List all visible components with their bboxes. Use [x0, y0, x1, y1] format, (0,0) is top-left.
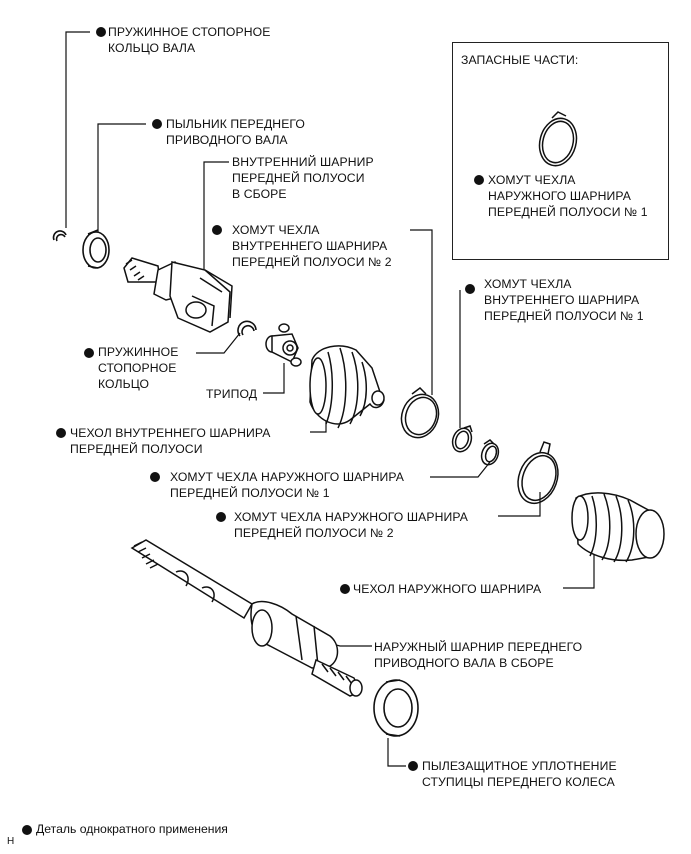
label-shaft-snap-ring: ПРУЖИННОЕ СТОПОРНОЕ КОЛЬЦО ВАЛА	[108, 25, 271, 55]
leader-outboard-clamp-1	[430, 461, 491, 478]
bullet-outboard-clamp-1	[150, 472, 160, 482]
bullet-inboard-clamp-1	[465, 284, 475, 294]
drive-shaft-part	[130, 539, 363, 697]
bullet-inboard-clamp-2	[212, 225, 222, 235]
label-inboard-clamp-1: ХОМУТ ЧЕХЛА ВНУТРЕННЕГО ШАРНИРА ПЕРЕДНЕЙ…	[484, 277, 644, 323]
leader-outboard-boot	[563, 552, 595, 589]
bullet-hub-seal	[408, 761, 418, 771]
bullet-shaft-snap-ring	[96, 27, 106, 37]
inboard-joint-part	[123, 257, 233, 333]
bullet-outboard-boot	[340, 584, 350, 594]
label-tripod: ТРИПОД	[206, 387, 258, 401]
bullet-outboard-clamp-2	[216, 512, 226, 522]
leader-hub-seal	[387, 738, 406, 767]
bullet-dust-deflector	[152, 119, 162, 129]
bullet-inboard-boot	[56, 428, 66, 438]
dust-deflector-part	[82, 229, 110, 269]
label-hub-seal: ПЫЛЕЗАЩИТНОЕ УПЛОТНЕНИЕ СТУПИЦЫ ПЕРЕДНЕГ…	[422, 759, 617, 789]
inboard-clamp-1-part	[451, 425, 473, 453]
leader-shaft-snap-ring	[65, 31, 90, 228]
leader-tripod	[263, 363, 285, 394]
spare-clamp-part	[538, 111, 578, 167]
inboard-clamp-2-part	[400, 387, 440, 439]
legend-bullet	[22, 825, 32, 835]
snap-ring-part	[237, 320, 257, 337]
figure-reference-code: H	[7, 836, 15, 847]
label-outboard-clamp-1: ХОМУТ ЧЕХЛА НАРУЖНОГО ШАРНИРА ПЕРЕДНЕЙ П…	[170, 470, 405, 500]
leader-inboard-clamp-2	[410, 229, 433, 395]
label-dust-deflector: ПЫЛЬНИК ПЕРЕДНЕГО ПРИВОДНОГО ВАЛА	[166, 117, 306, 147]
inboard-boot-part	[309, 345, 385, 429]
label-inboard-joint-assy: ВНУТРЕННИЙ ШАРНИР ПЕРЕДНЕЙ ПОЛУОСИ В СБО…	[232, 155, 374, 201]
spare-parts-box	[452, 42, 669, 260]
leader-inboard-joint	[203, 161, 229, 270]
hub-seal-part	[373, 679, 419, 737]
label-inboard-clamp-2: ХОМУТ ЧЕХЛА ВНУТРЕННЕГО ШАРНИРА ПЕРЕДНЕЙ…	[232, 223, 392, 269]
label-snap-ring: ПРУЖИННОЕ СТОПОРНОЕ КОЛЬЦО	[98, 345, 179, 391]
bullet-snap-ring	[84, 348, 94, 358]
spare-parts-item-label: ХОМУТ ЧЕХЛА НАРУЖНОГО ШАРНИРА ПЕРЕДНЕЙ П…	[488, 173, 648, 219]
legend-non-reusable: Деталь однократного применения	[36, 822, 228, 836]
label-outboard-joint-assy: НАРУЖНЫЙ ШАРНИР ПЕРЕДНЕГО ПРИВОДНОГО ВАЛ…	[374, 640, 583, 670]
outboard-boot-part	[571, 492, 665, 563]
outboard-clamp-1-part	[480, 439, 500, 466]
leader-dust-deflector	[97, 123, 146, 232]
label-outboard-boot: ЧЕХОЛ НАРУЖНОГО ШАРНИРА	[353, 582, 542, 596]
label-outboard-clamp-2: ХОМУТ ЧЕХЛА НАРУЖНОГО ШАРНИРА ПЕРЕДНЕЙ П…	[234, 510, 469, 540]
spare-parts-title: ЗАПАСНЫЕ ЧАСТИ:	[461, 53, 579, 67]
tripod-part	[265, 323, 302, 367]
outboard-clamp-2-part	[517, 441, 559, 505]
label-inboard-boot: ЧЕХОЛ ВНУТРЕННЕГО ШАРНИРА ПЕРЕДНЕЙ ПОЛУО…	[70, 426, 271, 456]
spare-item-bullet	[474, 175, 484, 185]
leader-snap-ring	[196, 332, 241, 354]
shaft-snap-ring-part	[52, 230, 67, 242]
